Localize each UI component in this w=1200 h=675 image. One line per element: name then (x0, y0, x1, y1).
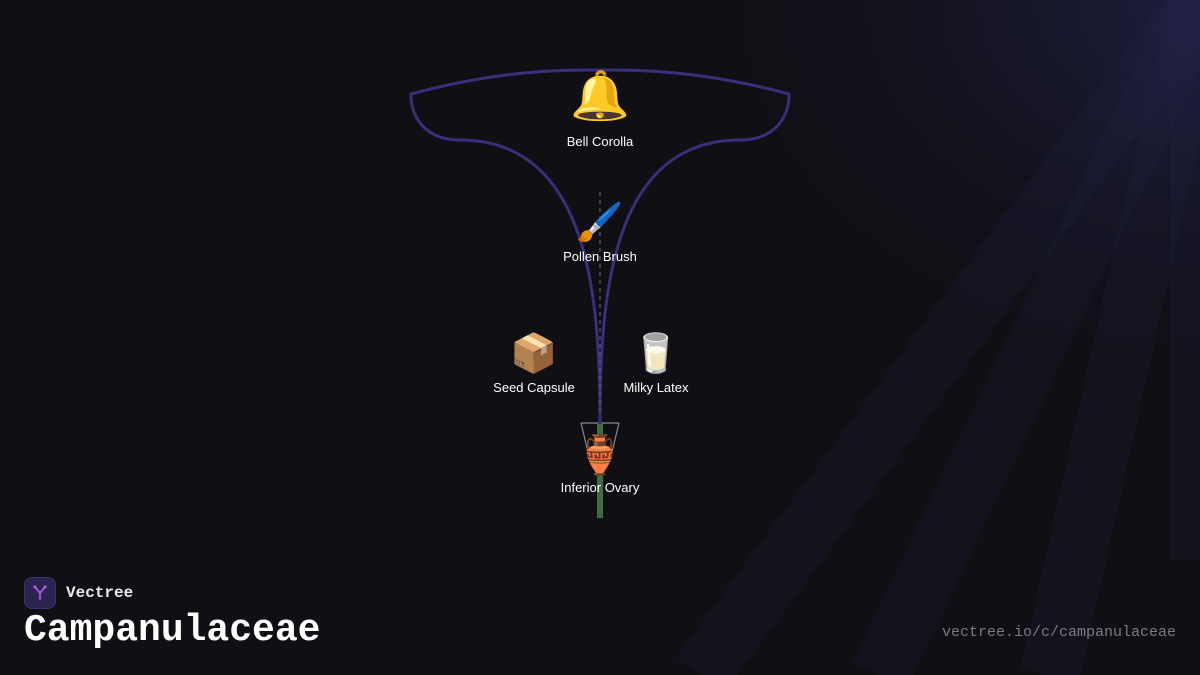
paintbrush-icon: 🖌️ (576, 200, 624, 244)
package-icon: 📦 (510, 331, 558, 375)
milk-glass-icon: 🥛 (632, 331, 680, 375)
node-bell-corolla[interactable]: 🔔 Bell Corolla (567, 72, 633, 149)
node-pollen-brush[interactable]: 🖌️ Pollen Brush (563, 203, 637, 264)
node-label: Bell Corolla (566, 134, 634, 149)
node-label: Inferior Ovary (560, 480, 640, 495)
branch-logo-icon (24, 577, 56, 609)
page-title: Campanulaceae (24, 609, 321, 652)
node-seed-capsule[interactable]: 📦 Seed Capsule (493, 334, 575, 395)
brand[interactable]: Vectree (24, 577, 133, 609)
node-milky-latex[interactable]: 🥛 Milky Latex (623, 334, 688, 395)
branch-left (409, 68, 602, 425)
brand-name: Vectree (66, 584, 134, 602)
branch-right (598, 68, 791, 425)
node-label: Milky Latex (623, 380, 689, 395)
node-label: Pollen Brush (563, 249, 637, 264)
node-label: Seed Capsule (493, 380, 575, 395)
bell-icon: 🔔 (570, 68, 630, 124)
page-url[interactable]: vectree.io/c/campanulaceae (941, 624, 1176, 641)
node-inferior-ovary[interactable]: 🏺 Inferior Ovary (561, 436, 640, 495)
amphora-icon: 🏺 (576, 433, 624, 477)
